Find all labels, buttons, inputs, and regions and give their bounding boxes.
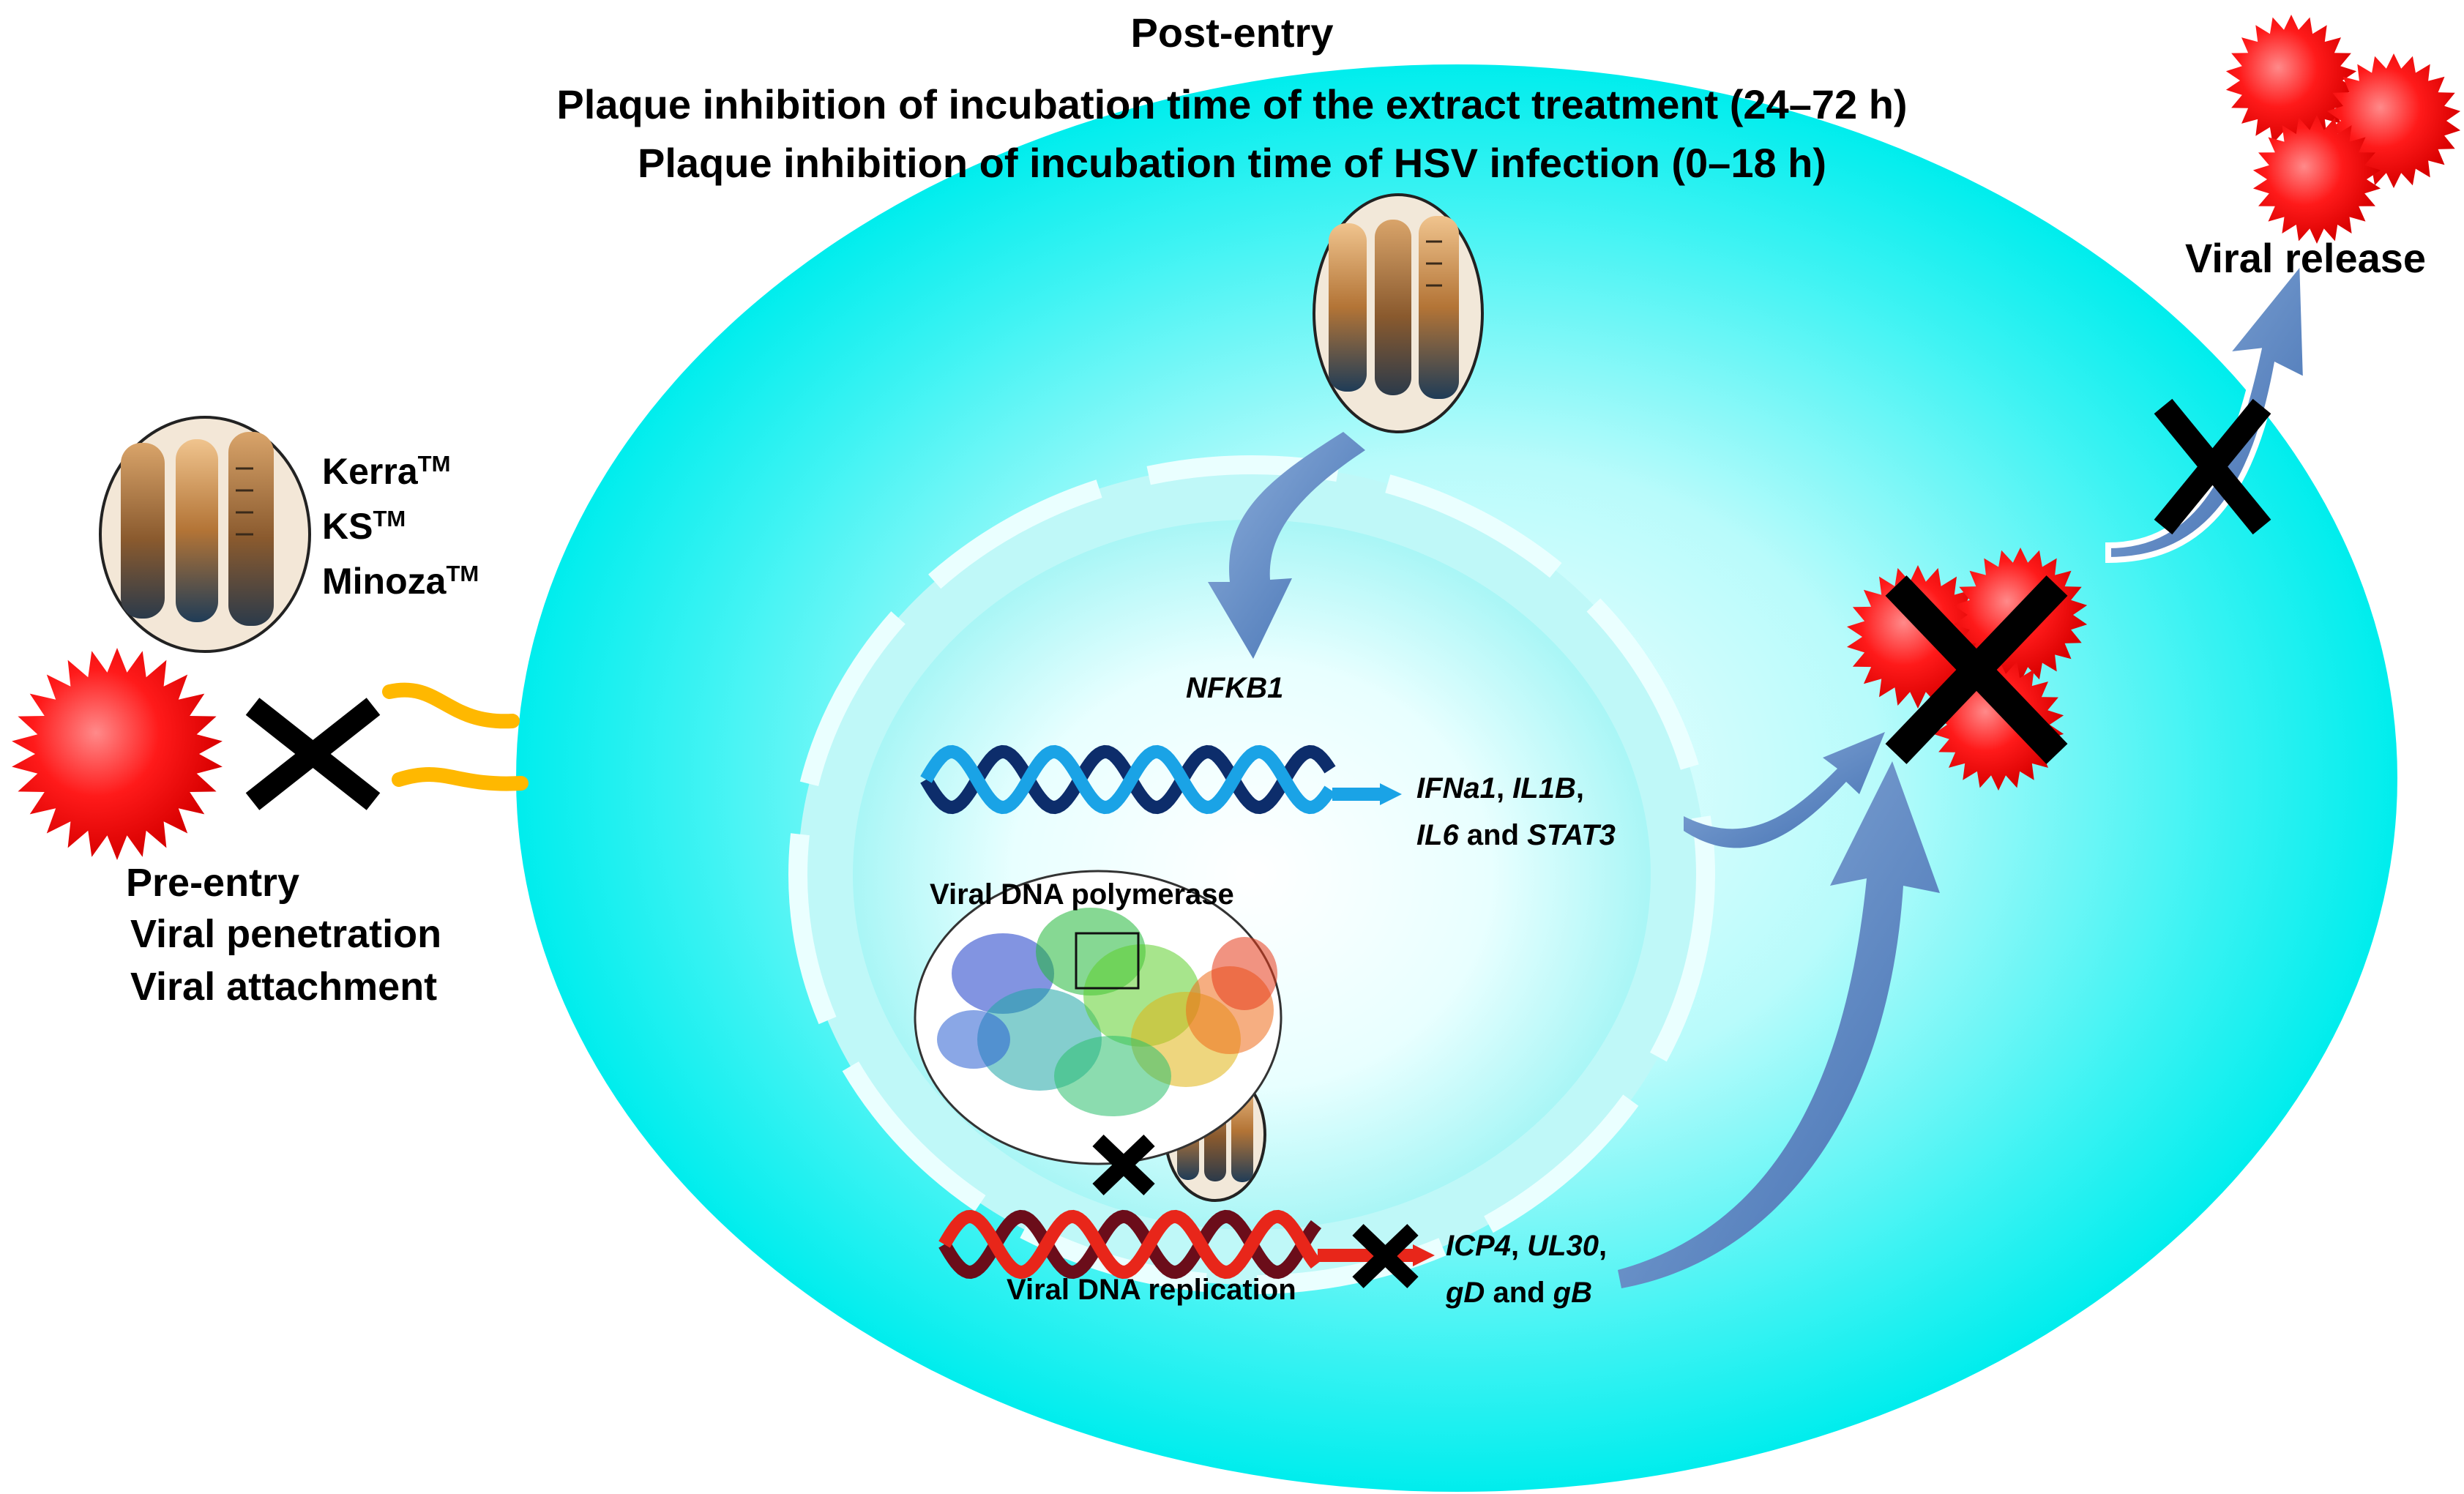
- header-subtitle-infection: Plaque inhibition of incubation time of …: [637, 140, 1827, 186]
- dna-polymerase-structure-icon: [914, 870, 1283, 1165]
- block-x-icon: [245, 698, 381, 810]
- trademark-mark: TM: [446, 560, 479, 586]
- trademark-mark: TM: [417, 450, 451, 477]
- host-dna-helix-icon: [920, 744, 1402, 815]
- treatment-arrow-icon: [1208, 432, 1365, 659]
- viral-genes-label: ICP4, UL30, gD and gB: [1446, 1230, 1608, 1309]
- extract-tubes-icon: [99, 416, 311, 653]
- trademark-mark: TM: [373, 505, 406, 531]
- block-x-icon-assembly: [1885, 575, 2068, 764]
- nfkb1-gene-label: NFKB1: [1186, 672, 1284, 704]
- viral-release-label: Viral release: [2185, 235, 2427, 281]
- viral-attachment-label: Viral attachment: [130, 965, 438, 1009]
- viral-penetration-label: Viral penetration: [130, 912, 442, 956]
- viral-dna-helix-icon: [938, 1209, 1435, 1280]
- header-subtitle-treatment: Plaque inhibition of incubation time of …: [556, 81, 1908, 127]
- virus-particle-icon: [12, 648, 223, 860]
- header-title: Post-entry: [1130, 10, 1334, 56]
- replication-label: Viral DNA replication: [1007, 1274, 1296, 1306]
- block-x-icon-polymerase: [1092, 1135, 1155, 1195]
- extract-tubes-icon-postentry: [1313, 193, 1484, 433]
- extract-kerra-label: KerraTM: [322, 450, 451, 492]
- transcription-arrow-icon: [1684, 732, 1885, 848]
- replication-arrow-icon: [1618, 761, 1940, 1288]
- extract-ks-label: KSTM: [322, 505, 406, 547]
- extract-minoza-label: MinozaTM: [322, 560, 479, 602]
- cytokine-genes-label: IFNa1, IL1B, IL6 and STAT3: [1416, 772, 1616, 851]
- polymerase-label: Viral DNA polymerase: [930, 878, 1234, 911]
- block-x-icon-release: [2154, 398, 2271, 535]
- block-x-icon-replication: [1352, 1224, 1419, 1288]
- protein-ribbon-region: [1212, 937, 1277, 1010]
- pre-entry-label: Pre-entry: [126, 861, 300, 905]
- protein-ribbon-region: [1054, 1036, 1171, 1116]
- released-virus-icon: [2225, 15, 2461, 244]
- protein-ribbon-region: [937, 1010, 1010, 1069]
- membrane-lipid-lines: [382, 682, 529, 791]
